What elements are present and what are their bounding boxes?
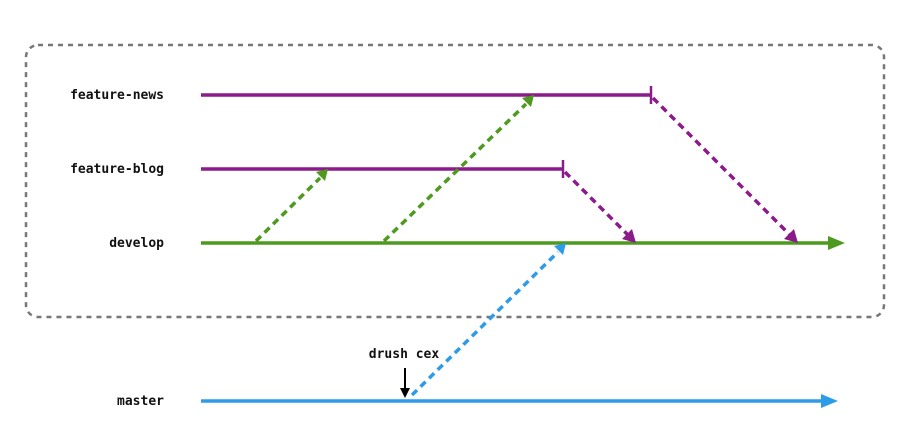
develop-group-container (24, 43, 886, 319)
branch-arrow-develop-to-feature-blog (254, 176, 322, 243)
merge-arrowhead-feature-news-to-develop (784, 229, 798, 243)
branch-arrowhead-develop-to-feature-news (522, 95, 534, 107)
master-label: master (117, 394, 164, 409)
feature-news-label: feature-news (70, 88, 164, 103)
merge-arrowhead-feature-blog-to-develop (622, 229, 636, 243)
branch-arrow-develop-to-feature-news (382, 102, 528, 243)
drush-cex-pointer-arrowhead (400, 388, 410, 398)
develop-label: develop (109, 236, 164, 251)
sync-arrowhead-master-to-develop (554, 243, 566, 255)
sync-arrow-master-to-develop (410, 250, 560, 397)
branch-arrowhead-develop-to-feature-blog (316, 169, 328, 181)
merge-arrow-feature-news-to-develop (651, 96, 792, 237)
feature-blog-label: feature-blog (70, 162, 164, 177)
develop-arrowhead (828, 236, 845, 250)
master-arrowhead (821, 394, 838, 408)
merge-arrow-feature-blog-to-develop (563, 170, 630, 237)
drush-cex-label: drush cex (369, 347, 440, 362)
